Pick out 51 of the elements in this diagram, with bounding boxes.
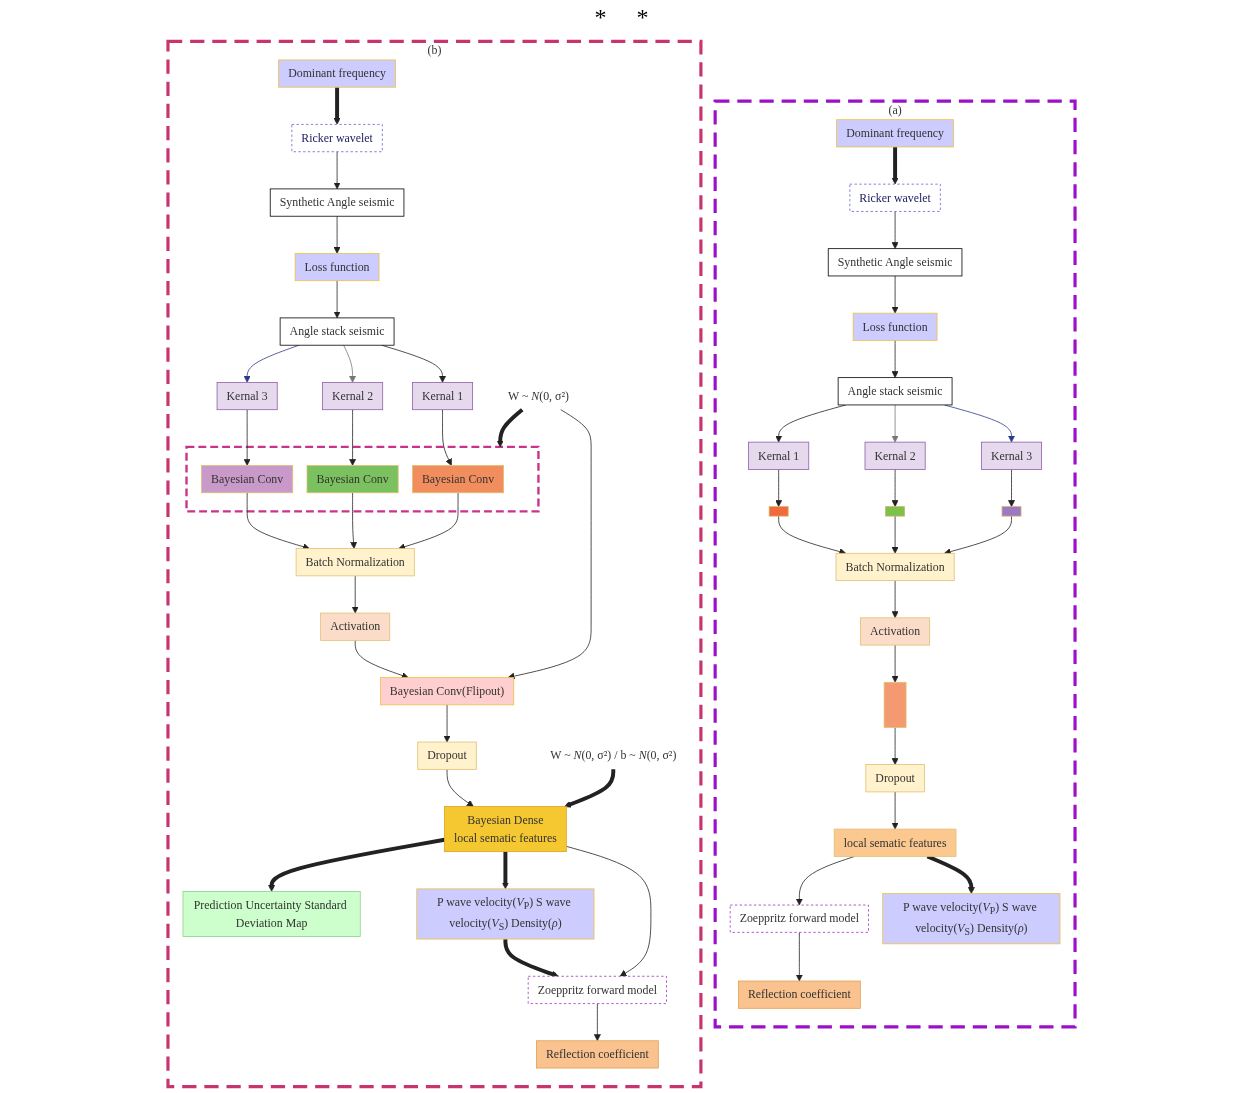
node-box: Kernal 3 [216,382,278,411]
node-box: Kernal 1 [748,441,810,470]
node-box: Bayesian Dense local sematic features [444,806,567,853]
node-box: Kernal 2 [322,382,384,411]
operator-symbol: * [636,4,649,31]
node-box: P wave velocity(V$_{P}$) S wave velocity(V$_{S}$) Density(ρ) [882,893,1061,945]
node-box: Angle stack seismic [837,377,953,406]
node-box: Bayesian Conv [201,465,294,494]
node-box: Dominant frequency [836,119,954,148]
arrow [503,939,559,978]
node-box: Loss function [852,312,938,341]
node-box: local sematic features [833,828,957,857]
node-box: Prediction Uncertainty Standard Deviation Map [182,891,361,937]
node-box: Ricker wavelet [849,183,941,212]
node-box: Kernal 2 [864,441,926,470]
node-box: Zoeppritz forward model [729,904,869,933]
arrow [268,837,445,892]
node-box: Batch Normalization [295,548,415,577]
node-box: Batch Normalization [835,552,955,581]
node-text: W ~ N(0, σ²) [507,389,569,403]
arrow [333,87,341,125]
node-box: Synthetic Angle seismic [827,248,963,277]
node-box [768,506,789,517]
node-box: Ricker wavelet [291,124,383,153]
node-box: Kernal 1 [412,382,473,411]
node-box: Activation [860,617,931,646]
node-box: Kernal 3 [981,441,1042,470]
node-bar [883,681,907,728]
arrow [891,146,899,185]
node-box: Reflection coefficient [536,1040,659,1069]
node-box: Dropout [417,741,477,770]
operator-symbol: * [594,4,607,31]
node-box: Synthetic Angle seismic [269,188,405,217]
node-box: Reflection coefficient [738,980,861,1009]
node-box: Zoeppritz forward model [527,975,667,1004]
node-box: Activation [320,612,391,641]
node-text: W ~ N(0, σ²) / b ~ N(0, σ²) [550,749,677,762]
node-box: Bayesian Conv [306,465,399,494]
node-box [1001,506,1022,517]
arrow [496,408,524,448]
node-box [885,506,905,517]
arrow [501,851,509,890]
node-box: Dominant frequency [278,59,396,88]
node-box: Dropout [865,764,925,793]
node-box: Angle stack seismic [279,317,395,346]
cluster [185,445,540,513]
arrow [564,769,616,808]
node-box: Bayesian Conv(Flipout) [379,677,515,706]
node-box: P wave velocity(V$_{P}$) S wave velocity(V$_{S}$) Density(ρ) [416,888,595,940]
node-box: Bayesian Conv [412,465,505,494]
node-box: Loss function [294,253,380,282]
